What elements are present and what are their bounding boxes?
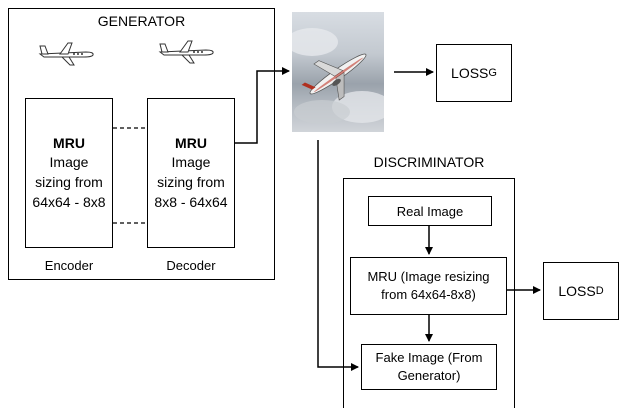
fake-image-line: Fake Image (From bbox=[375, 350, 483, 365]
loss-d-subscript: D bbox=[595, 285, 604, 297]
decoder-heading: MRU bbox=[175, 135, 207, 151]
airplane-photo bbox=[286, 12, 392, 132]
real-image-label: Real Image bbox=[396, 203, 464, 219]
fake-image-box: Fake Image (From Generator) bbox=[361, 344, 497, 390]
airplane-sketch-icon bbox=[158, 40, 214, 64]
encoder-line: sizing from bbox=[35, 174, 103, 190]
airplane-sketch-icon bbox=[38, 42, 94, 66]
encoder-line: 64x64 - 8x8 bbox=[32, 194, 106, 210]
loss-g-label: LOSS bbox=[451, 65, 489, 81]
fake-image-line: Generator) bbox=[397, 368, 461, 383]
loss-g-subscript: G bbox=[488, 67, 497, 79]
discriminator-mru-line: from 64x64-8x8) bbox=[381, 287, 476, 302]
discriminator-title: DISCRIMINATOR bbox=[373, 154, 485, 170]
discriminator-mru-line: MRU (Image resizing bbox=[367, 269, 490, 284]
decoder-caption: Decoder bbox=[166, 257, 216, 273]
generator-title: GENERATOR bbox=[97, 13, 186, 29]
encoder-caption: Encoder bbox=[44, 257, 94, 273]
discriminator-box bbox=[343, 178, 515, 408]
real-image-box: Real Image bbox=[368, 196, 492, 226]
encoder-box: MRU Image sizing from 64x64 - 8x8 bbox=[25, 98, 113, 248]
discriminator-mru-box: MRU (Image resizing from 64x64-8x8) bbox=[350, 257, 507, 315]
decoder-box: MRU Image sizing from 8x8 - 64x64 bbox=[147, 98, 235, 248]
loss-d-label: LOSS bbox=[558, 283, 596, 299]
encoder-line: Image bbox=[49, 154, 89, 170]
arrow-image-to-fake bbox=[317, 140, 359, 371]
encoder-heading: MRU bbox=[53, 135, 85, 151]
decoder-line: sizing from bbox=[157, 174, 225, 190]
arrow-decoder-to-image bbox=[235, 67, 290, 144]
decoder-line: Image bbox=[171, 154, 211, 170]
decoder-line: 8x8 - 64x64 bbox=[154, 194, 228, 210]
